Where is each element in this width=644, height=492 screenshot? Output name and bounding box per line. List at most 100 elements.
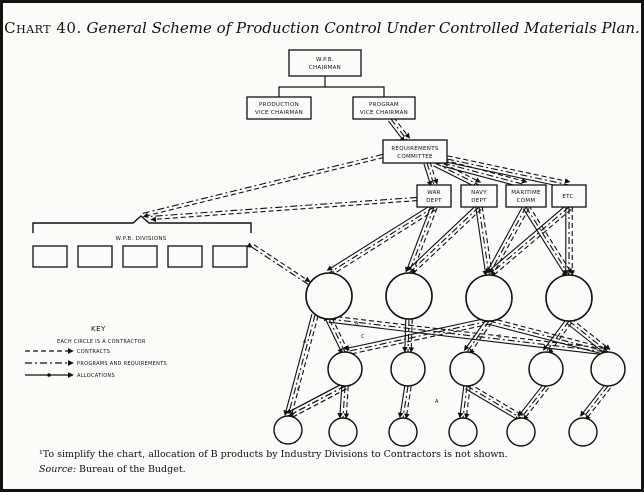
war-dept-line-2: DEPT xyxy=(426,198,442,204)
claimant-to-prime-line-5-0 xyxy=(528,204,573,274)
requirements-to-navy-line-2 xyxy=(433,165,479,189)
third-tier-contractor-circle-3 xyxy=(388,417,418,447)
sub-to-third-line-6-2 xyxy=(580,383,606,417)
maritime-comm-line-2: COMM xyxy=(517,198,536,204)
key-line-dot-3 xyxy=(47,373,51,377)
etc-claimant-box: ETC. xyxy=(551,184,587,208)
sub-to-third-line-3-1 xyxy=(462,380,471,419)
prime-to-sub-line-7-0 xyxy=(345,323,490,357)
third-tier-contractor-circle-5 xyxy=(506,417,536,447)
requirements-to-war-line-1 xyxy=(422,157,435,186)
flow-label-4: A xyxy=(435,399,439,405)
prime-contractor-circle-2 xyxy=(385,272,433,320)
sub-contractor-circle-2 xyxy=(390,351,426,387)
claimant-to-prime-line-0-0 xyxy=(330,209,436,277)
prime-to-sub-line-4-2 xyxy=(488,323,608,357)
claimant-to-prime-line-2-0 xyxy=(410,208,482,276)
requirements-to-divisions-line-1 xyxy=(142,150,388,214)
flow-label-2: A xyxy=(303,339,307,345)
key-item-contracts-label: CONTRACTS xyxy=(77,349,110,355)
key-heading: KEY xyxy=(91,325,106,333)
prime-to-sub-line-4-1 xyxy=(483,317,609,353)
division-boxes xyxy=(32,245,248,268)
claimant-to-prime-line-3-2 xyxy=(475,207,488,277)
prime-to-sub-line-4-0 xyxy=(489,317,610,351)
sub-to-third-line-6-1 xyxy=(582,380,614,419)
claimant-to-prime-line-1-0 xyxy=(411,207,438,275)
sub-to-third-line-5-2 xyxy=(518,383,544,417)
production-vc-line-1: PRODUCTION xyxy=(259,102,299,108)
requirements-to-war-line-2 xyxy=(423,163,433,187)
wpb-chairman-line-1: W.P.B. xyxy=(316,57,334,63)
prime-contractor-circle-4 xyxy=(545,274,593,322)
war-dept-line-1: WAR xyxy=(427,190,441,196)
claimant-to-prime-line-5-1 xyxy=(521,201,570,276)
source-label: Source: xyxy=(39,464,77,475)
division-box-3 xyxy=(122,245,158,268)
prime-to-sub-line-6-1 xyxy=(563,315,609,353)
sub-contractor-circle-5 xyxy=(590,351,626,387)
claimant-to-prime-line-3-1 xyxy=(475,201,490,276)
third-tier-contractor-circle-1 xyxy=(273,415,303,445)
wpb-chairman-line-2: CHAIRMAN xyxy=(309,65,341,71)
prime-to-sub-line-5-2 xyxy=(542,318,567,351)
requirements-to-maritime-line-1 xyxy=(437,159,527,186)
prime-to-sub-line-6-2 xyxy=(566,323,607,355)
claimant-to-prime-line-0-2 xyxy=(326,203,433,271)
sub-contractor-circle-4 xyxy=(528,351,564,387)
prime-to-sub-line-3-2 xyxy=(463,318,487,351)
maritime-comm-box: MARITIME COMM xyxy=(505,184,547,208)
wpb-chairman-box: W.P.B. CHAIRMAN xyxy=(288,49,362,77)
prime-to-sub-line-5-1 xyxy=(545,315,575,353)
sub-to-third-line-3-0 xyxy=(464,386,471,420)
prime-to-third-line-0-0 xyxy=(289,315,319,418)
chairman-to-vice-chairmen-connector xyxy=(278,76,385,97)
claimant-to-prime-line-7-0 xyxy=(490,209,572,278)
claimant-to-prime-line-2-2 xyxy=(406,204,478,272)
requirements-to-etc-line-0 xyxy=(447,155,571,184)
production-vc-line-2: VICE CHAIRMAN xyxy=(255,110,303,116)
war-dept-box: WAR DEPT xyxy=(416,184,452,208)
wpb-divisions-group: W.P.B. DIVISIONS xyxy=(32,215,252,268)
prime-to-third-line-0-2 xyxy=(283,314,313,416)
sub-to-third-line-2-0 xyxy=(404,386,412,420)
key-subtitle: EACH CIRCLE IS A CONTRACTOR xyxy=(57,339,146,345)
prime-to-sub-line-7-1 xyxy=(344,317,495,353)
requirements-to-war-line-0 xyxy=(429,161,439,185)
sub-to-third-line-7-0 xyxy=(288,388,347,420)
claimant-to-prime-line-4-2 xyxy=(485,205,524,275)
sub-to-third-line-1-0 xyxy=(343,386,350,419)
navy-dept-box: NAVY DEPT xyxy=(460,184,498,208)
flow-label-3: C xyxy=(297,387,301,393)
prime-to-third-line-0-1 xyxy=(287,309,319,417)
prime-to-sub-line-0-0 xyxy=(331,317,349,352)
program-to-requirements-line-0 xyxy=(393,116,410,139)
division-box-2 xyxy=(77,245,113,268)
etc-claimant-label: ETC. xyxy=(562,194,575,200)
prime-to-sub-line-0-2 xyxy=(325,320,343,355)
claimant-to-prime-line-4-1 xyxy=(488,201,531,276)
key-item-allocations-label: ALLOCATIONS xyxy=(77,373,115,379)
sub-to-third-line-4-0 xyxy=(468,382,524,416)
claimant-to-prime-line-7-2 xyxy=(486,204,568,274)
claimant-to-prime-line-1-1 xyxy=(408,201,439,274)
sub-to-third-line-7-2 xyxy=(285,382,344,414)
sub-to-third-line-6-0 xyxy=(585,387,611,421)
chart-number: Chart 40. xyxy=(4,19,82,37)
claimant-to-prime-line-1-2 xyxy=(405,205,432,273)
prime-to-sub-line-2-0 xyxy=(408,319,415,353)
claimant-to-prime-line-5-2 xyxy=(522,208,567,278)
requirements-to-navy-line-0 xyxy=(436,159,482,183)
flow-label-5: C xyxy=(498,334,502,340)
footnote: ¹To simplify the chart, allocation of B … xyxy=(39,449,508,460)
sub-to-third-line-7-1 xyxy=(287,381,351,417)
chart-title-text: General Scheme of Production Control Und… xyxy=(86,19,640,37)
claimants-to-divisions-line-1 xyxy=(150,194,422,217)
prime-to-sub-line-5-0 xyxy=(548,322,573,355)
org-boxes: W.P.B. CHAIRMAN PRODUCTION VICE CHAIRMAN… xyxy=(246,49,587,208)
third-tier-contractor-circle-2 xyxy=(328,417,358,447)
source-text: Bureau of the Budget. xyxy=(76,464,186,475)
claimants-to-divisions-line-0 xyxy=(150,200,418,222)
navy-dept-line-1: NAVY xyxy=(471,190,487,196)
